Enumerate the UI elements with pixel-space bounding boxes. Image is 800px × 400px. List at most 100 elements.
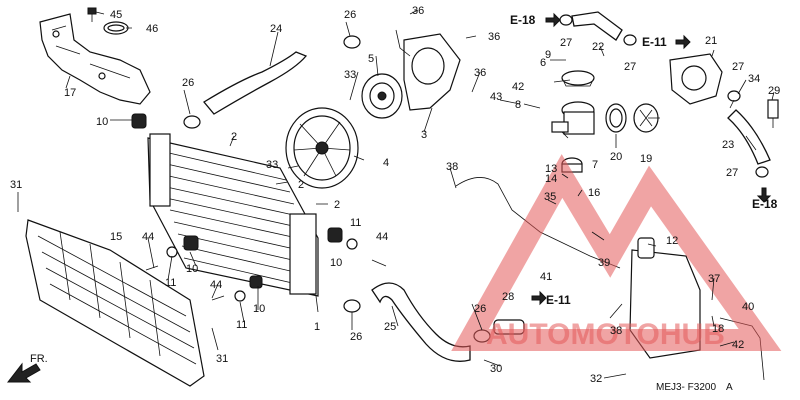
watermark-logo: AUTOMOTOHUB (451, 154, 782, 351)
diagram-code: MEJ3- F3200 A (656, 382, 733, 393)
clamps-27 (559, 14, 769, 178)
callout-27: 27 (560, 37, 572, 49)
callout-39: 39 (598, 257, 610, 269)
callout-36: 36 (488, 31, 500, 43)
hose-clamp-46 (103, 21, 129, 35)
reference-markers: E-18 E-11 E-18 E-11 (510, 12, 778, 307)
callout-36: 36 (412, 5, 424, 17)
callout-2: 2 (298, 179, 304, 191)
leader-lines (17, 9, 775, 379)
front-direction-arrow: FR. (6, 353, 48, 383)
callout-17: 17 (64, 87, 76, 99)
callout-10: 10 (186, 263, 198, 275)
callout-44: 44 (210, 279, 222, 291)
callout-26: 26 (350, 331, 362, 343)
callout-26: 26 (344, 9, 356, 21)
callout-10: 10 (253, 303, 265, 315)
upper-shroud-bracket (39, 13, 151, 105)
callout-15: 15 (110, 231, 122, 243)
callout-13: 13 (545, 163, 557, 175)
callout-8: 8 (515, 99, 521, 111)
callout-4: 4 (383, 157, 389, 169)
callout-32: 32 (590, 373, 602, 385)
callout-10: 10 (96, 116, 108, 128)
callout-42: 42 (732, 339, 744, 351)
collars-11 (166, 238, 358, 302)
thermostat-housing (669, 53, 723, 105)
ref-e18-top: E-18 (510, 13, 536, 27)
callout-11: 11 (165, 277, 176, 289)
callout-44: 44 (376, 231, 388, 243)
callout-34: 34 (748, 73, 760, 85)
ref-e11-bottom: E-11 (546, 293, 571, 307)
callout-6: 6 (540, 57, 546, 69)
callout-37: 37 (708, 273, 720, 285)
radiator-core (147, 133, 319, 297)
callout-20: 20 (610, 151, 622, 163)
callout-38: 38 (446, 161, 458, 173)
callout-33: 33 (344, 69, 356, 81)
callout-9: 9 (545, 49, 551, 61)
callout-25: 25 (384, 321, 396, 333)
hose-22 (571, 11, 623, 41)
ref-e18-right: E-18 (752, 197, 778, 211)
ref-e11-top: E-11 (642, 35, 667, 49)
radiator-cap (561, 70, 595, 87)
callout-18: 18 (712, 323, 724, 335)
bolts-44 (145, 259, 387, 301)
callout-12: 12 (666, 235, 678, 247)
callout-27: 27 (732, 61, 744, 73)
callout-29: 29 (768, 85, 780, 97)
hose-23 (727, 109, 771, 165)
callout-16: 16 (588, 187, 600, 199)
callout-2: 2 (334, 199, 340, 211)
callout-24: 24 (270, 23, 282, 35)
callout-7: 7 (592, 159, 598, 171)
lower-hose-25 (371, 282, 471, 362)
fan-motor (361, 73, 403, 119)
callout-36: 36 (474, 67, 486, 79)
callout-46: 46 (146, 23, 158, 35)
callout-11: 11 (350, 217, 361, 229)
callout-38: 38 (610, 325, 622, 337)
callout-11: 11 (236, 319, 247, 331)
radiator-grille-guard (25, 219, 205, 387)
callout-3: 3 (421, 129, 427, 141)
callout-2: 2 (231, 131, 237, 143)
temp-sensor-29 (767, 99, 779, 128)
screw-45 (87, 7, 97, 22)
callout-14: 14 (545, 173, 557, 185)
upper-hose-24 (203, 51, 308, 115)
callout-10: 10 (330, 257, 342, 269)
diagram-code-suffix: A (726, 382, 733, 393)
callout-42: 42 (512, 81, 524, 93)
callout-44: 44 (142, 231, 154, 243)
callout-19: 19 (640, 153, 652, 165)
o-ring-20 (605, 103, 627, 133)
callout-41: 41 (540, 271, 552, 283)
callout-27: 27 (726, 167, 738, 179)
filler-neck (551, 101, 595, 135)
fan-shroud-bracket (395, 29, 461, 111)
callout-28: 28 (502, 291, 514, 303)
callout-35: 35 (544, 191, 556, 203)
grommets-10 (131, 113, 343, 289)
callout-26: 26 (182, 77, 194, 89)
callout-5: 5 (368, 53, 374, 65)
diagram-code-text: MEJ3- F3200 (656, 382, 716, 393)
callout-43: 43 (490, 91, 502, 103)
cooling-fan (285, 107, 359, 189)
callout-31: 31 (10, 179, 22, 191)
callout-27: 27 (624, 61, 636, 73)
callout-33: 33 (266, 159, 278, 171)
callout-labels: 1 2 2 2 3 4 5 6 7 8 9 10 10 10 10 11 11 … (10, 5, 780, 385)
callout-1: 1 (314, 321, 320, 333)
callout-26: 26 (474, 303, 486, 315)
callout-45: 45 (110, 9, 122, 21)
callout-31: 31 (216, 353, 228, 365)
callout-22: 22 (592, 41, 604, 53)
callout-21: 21 (705, 35, 717, 47)
direction-label: FR. (30, 353, 48, 365)
callout-40: 40 (742, 301, 754, 313)
